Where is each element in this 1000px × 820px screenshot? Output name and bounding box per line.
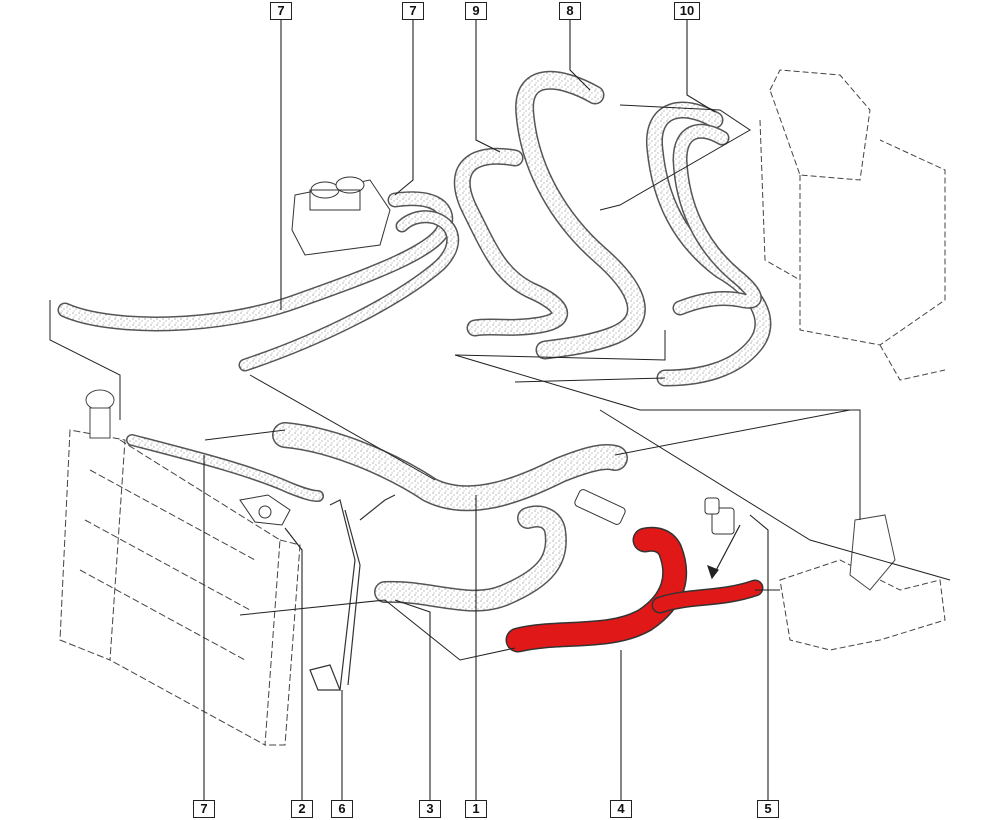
hose-1-upper-radiator xyxy=(272,422,628,512)
hose-3-lower xyxy=(374,505,567,612)
callout-bottom-4: 4 xyxy=(610,800,632,818)
callout-top-9: 9 xyxy=(465,2,487,20)
expansion-tank-cap xyxy=(85,389,115,439)
hose-9 xyxy=(453,147,569,337)
callout-bottom-1: 1 xyxy=(465,800,487,818)
hose-clip-2 xyxy=(239,494,291,526)
thermostat-housing xyxy=(779,514,946,651)
throttle-body xyxy=(291,176,391,256)
hose-8 xyxy=(515,70,646,360)
callout-top-7a: 7 xyxy=(270,2,292,20)
callout-bottom-2: 2 xyxy=(291,800,313,818)
t-connector xyxy=(574,489,735,535)
hose-7-heater-return xyxy=(57,191,454,332)
hose-7-heater-feed xyxy=(238,210,460,372)
callout-bottom-3: 3 xyxy=(419,800,441,818)
reference-lines xyxy=(49,104,951,661)
callout-top-10: 10 xyxy=(674,2,700,20)
callout-top-8: 8 xyxy=(559,2,581,20)
engine-block xyxy=(759,69,946,381)
hose-10 xyxy=(645,101,772,387)
hose-4-highlighted[interactable] xyxy=(505,526,764,653)
callout-bottom-6: 6 xyxy=(331,800,353,818)
arrow-to-hose-4 xyxy=(707,524,741,580)
hose-group xyxy=(57,70,772,612)
callout-bottom-5: 5 xyxy=(757,800,779,818)
metal-pipe-6 xyxy=(309,494,396,691)
leader-lines xyxy=(203,20,769,800)
callout-bottom-7: 7 xyxy=(193,800,215,818)
hose-7-bypass xyxy=(126,434,324,502)
callout-top-7b: 7 xyxy=(402,2,424,20)
